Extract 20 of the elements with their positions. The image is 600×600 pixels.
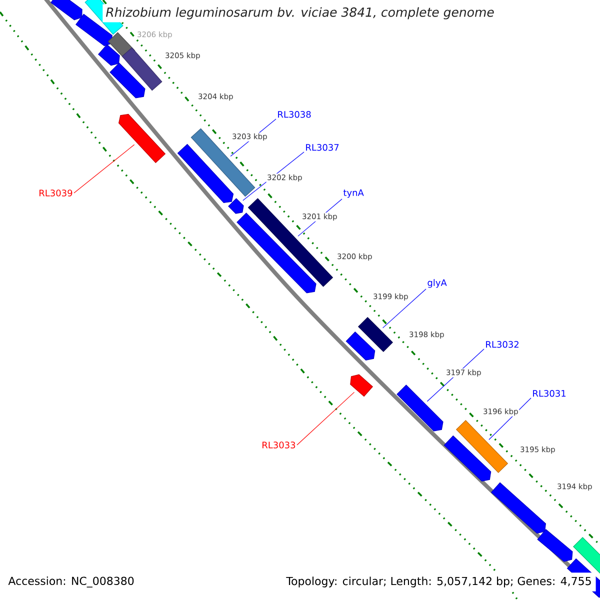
leader-line: [74, 144, 135, 194]
gene-block: [118, 114, 166, 164]
gene-label: RL3031: [533, 390, 566, 397]
gene-label: RL3039: [40, 190, 72, 196]
gene-label: tynA: [343, 189, 364, 198]
leader-line: [382, 288, 426, 328]
leader-line: [296, 392, 355, 446]
gene-label: RL3033: [262, 442, 296, 448]
gene-label: RL3037: [306, 144, 339, 151]
gene-label: glyA: [428, 279, 447, 288]
gene-label: RL3038: [278, 111, 311, 118]
gene-label: RL3032: [486, 341, 518, 348]
gene-block: [350, 374, 374, 397]
gene-block: [190, 128, 256, 197]
gene-block: [228, 198, 244, 214]
footer-text: Topology: circular; Length: 5,057,142 bp; Genes: 4,755: [282, 572, 596, 592]
title: Rhizobium leguminosarum bv. viciae 3841, complete genome: [102, 4, 498, 22]
gene-block: [396, 384, 444, 432]
leader-line: [488, 398, 532, 440]
footer-text: Accession: NC_008380: [5, 574, 138, 590]
